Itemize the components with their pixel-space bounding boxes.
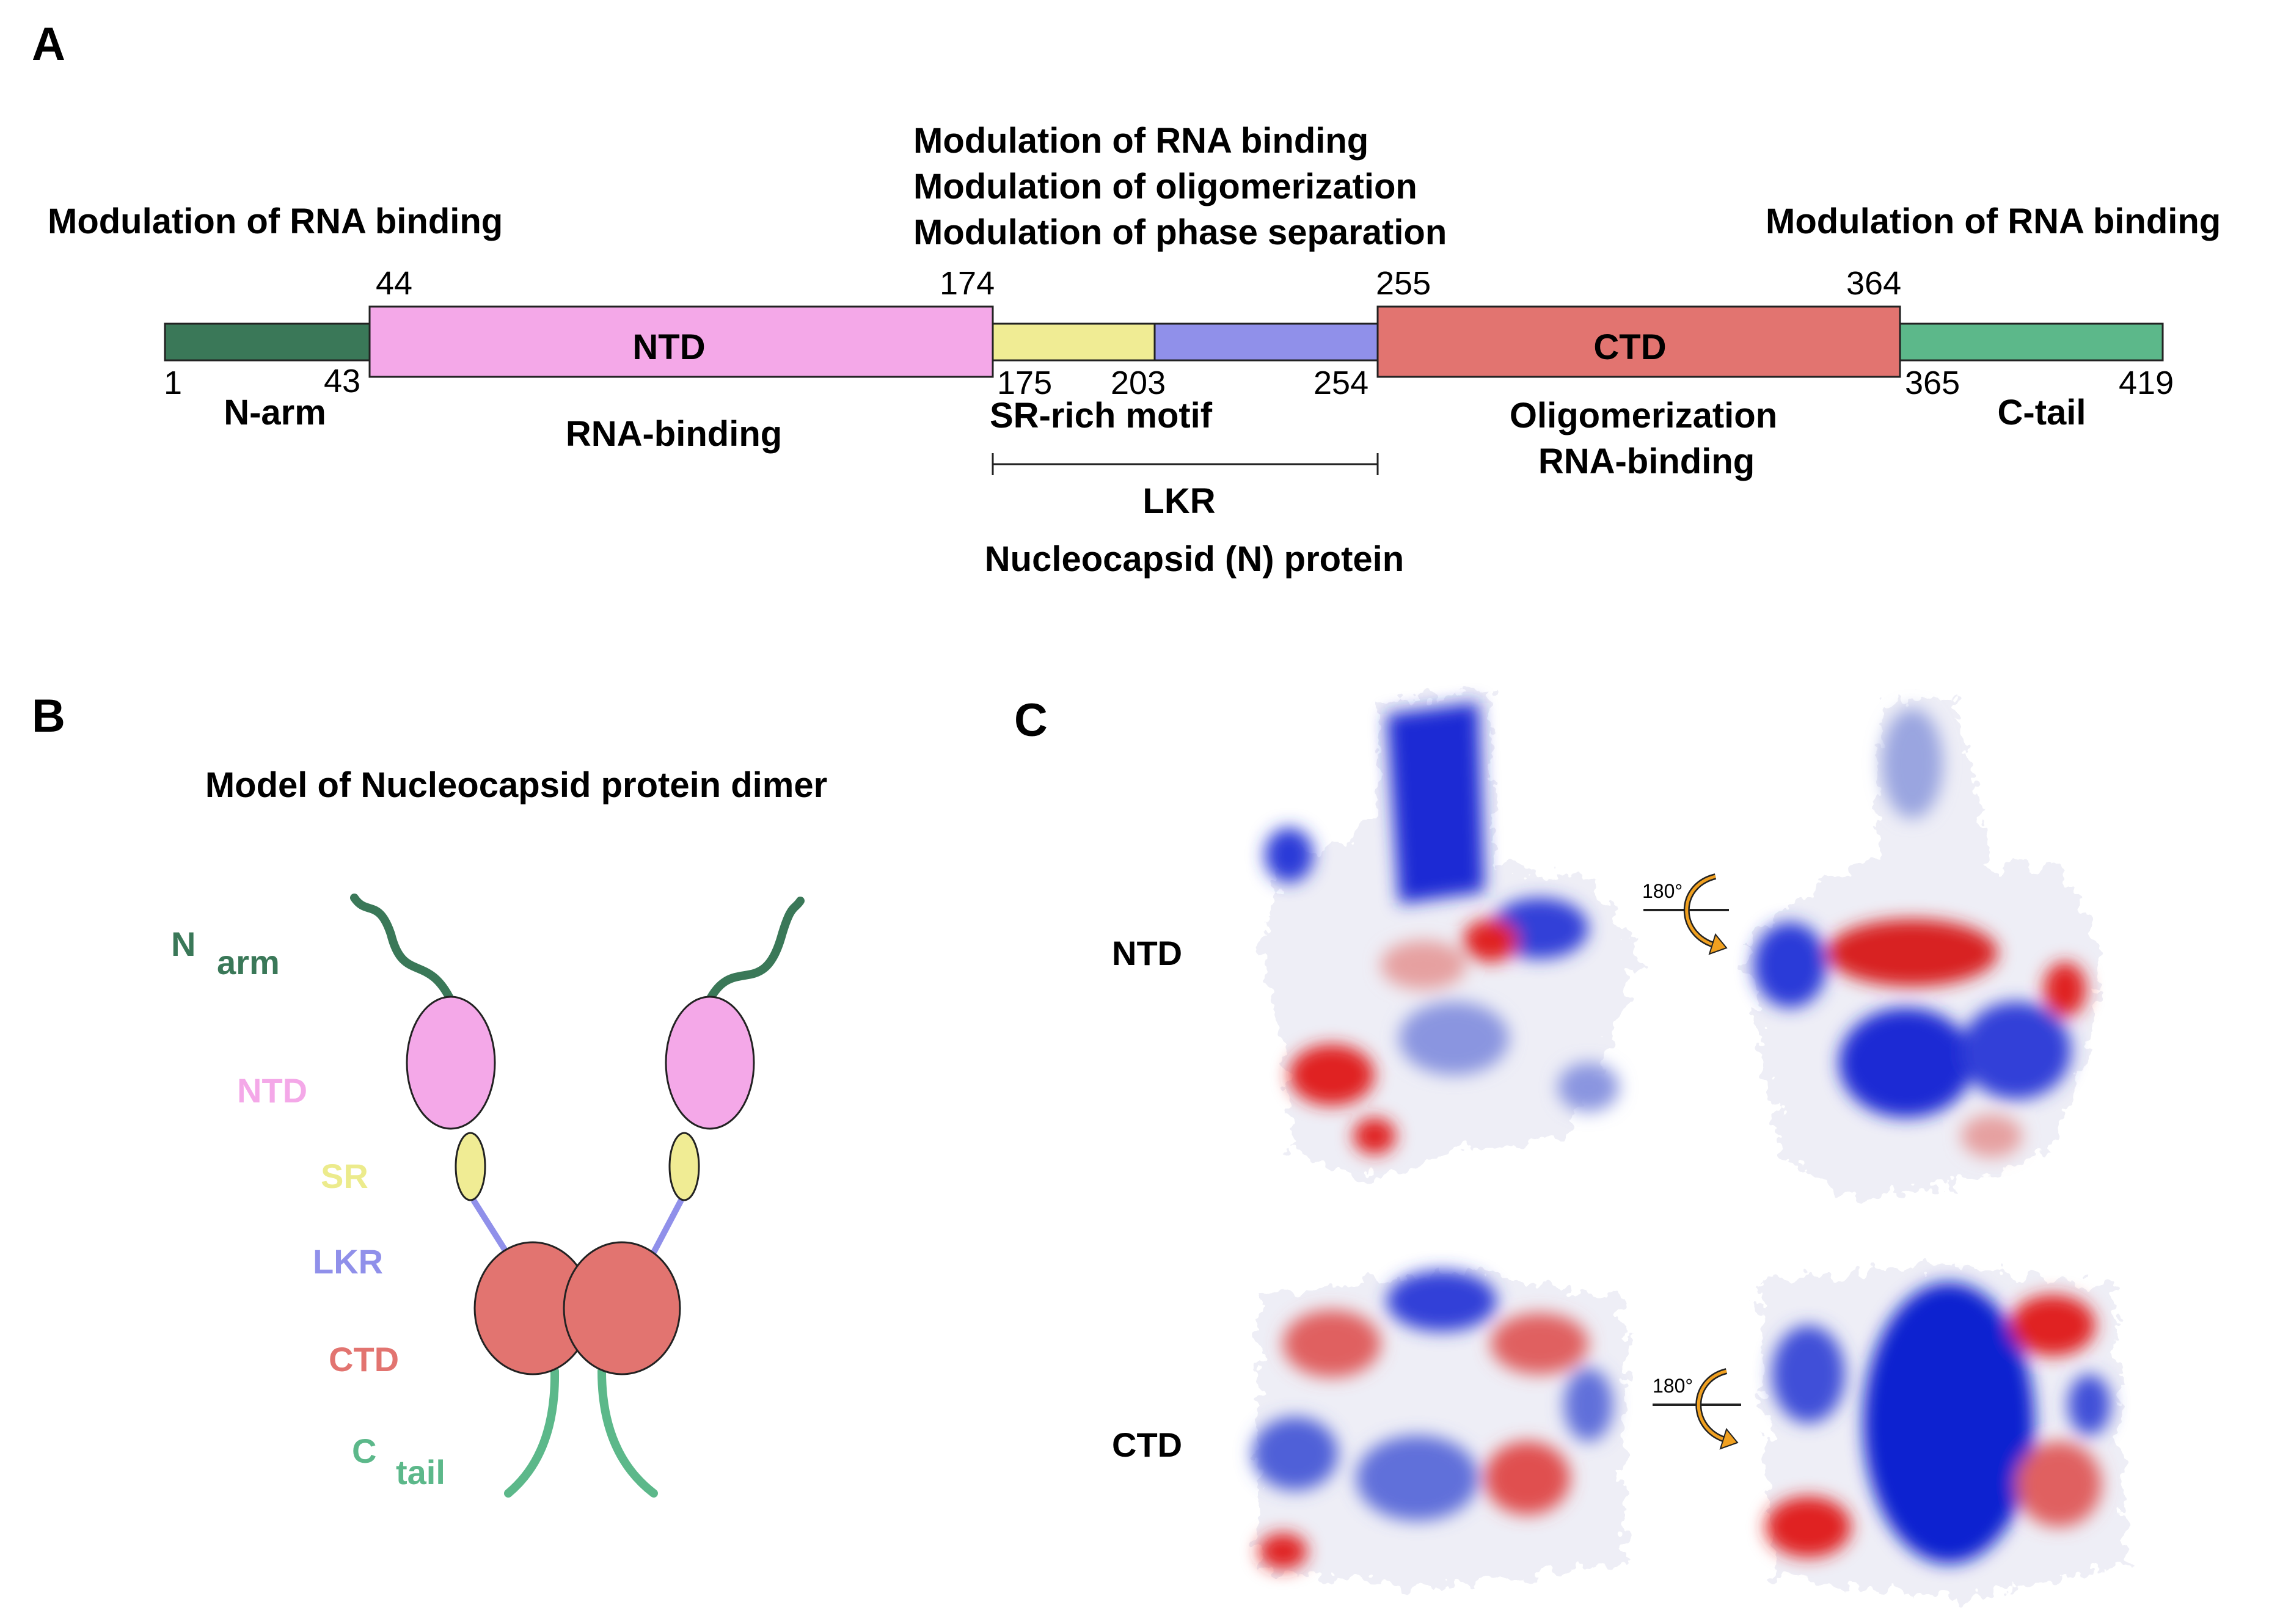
residue-419: 419 bbox=[2119, 365, 2174, 401]
ntd-surface-front bbox=[1259, 690, 1637, 1179]
lkr-linker-segment bbox=[1153, 322, 1379, 362]
legend-ctd: CTD bbox=[329, 1340, 399, 1378]
ctd-segment bbox=[1376, 305, 1901, 378]
linker-function-label-3: Modulation of phase separation bbox=[913, 213, 1447, 252]
ctd-description-1: Oligomerization bbox=[1510, 396, 1777, 435]
ctd-surface-front bbox=[1252, 1270, 1625, 1588]
ctd-description-2: RNA-binding bbox=[1538, 442, 1755, 481]
panel-b-title: Model of Nucleocapsid protein dimer bbox=[205, 765, 827, 805]
protein-name: Nucleocapsid (N) protein bbox=[985, 539, 1404, 579]
n-arm-segment bbox=[164, 322, 371, 362]
legend-n-arm: N arm bbox=[171, 925, 280, 981]
n-arm-name: N-arm bbox=[224, 393, 326, 432]
residue-254: 254 bbox=[1314, 365, 1368, 401]
residue-44: 44 bbox=[376, 265, 412, 302]
residue-365: 365 bbox=[1905, 365, 1960, 401]
rotation-arrow-ntd: 180° bbox=[1642, 873, 1729, 955]
residue-175: 175 bbox=[997, 365, 1052, 401]
residue-174: 174 bbox=[940, 265, 995, 302]
rotation-arrowhead-ctd bbox=[1719, 1427, 1739, 1450]
rotation-arrow-ctd: 180° bbox=[1653, 1368, 1741, 1450]
ctd-right bbox=[563, 1241, 681, 1375]
c-tail-right bbox=[597, 1367, 658, 1498]
rotation-arrowhead-ntd bbox=[1708, 933, 1728, 955]
c-tail-function-label: Modulation of RNA binding bbox=[1766, 202, 2221, 241]
legend-n-arm-main: N bbox=[171, 925, 195, 963]
ntd-surface-back bbox=[1747, 696, 2102, 1197]
linker-function-label-1: Modulation of RNA binding bbox=[913, 121, 1368, 161]
lkr-label: LKR bbox=[1142, 481, 1215, 521]
sr-left bbox=[455, 1132, 486, 1201]
legend-sr: SR bbox=[321, 1157, 368, 1195]
residue-364: 364 bbox=[1846, 265, 1901, 302]
sr-name: SR-rich motif bbox=[990, 396, 1213, 435]
ctd-name: CTD bbox=[1593, 327, 1666, 367]
c-tail-segment bbox=[1899, 322, 2164, 362]
c-tail-name: C-tail bbox=[1998, 393, 2086, 432]
legend-c-tail: C tail bbox=[352, 1432, 445, 1491]
residue-255: 255 bbox=[1376, 265, 1431, 302]
residue-1: 1 bbox=[164, 365, 182, 401]
c-tail-left bbox=[504, 1367, 560, 1498]
legend-c-tail-sub: tail bbox=[396, 1453, 445, 1491]
lkr-left bbox=[470, 1198, 513, 1260]
legend-ntd: NTD bbox=[237, 1071, 307, 1110]
legend-c-tail-main: C bbox=[352, 1432, 376, 1470]
ntd-left bbox=[406, 996, 496, 1130]
sr-segment bbox=[992, 322, 1156, 362]
panel-a-label: A bbox=[32, 18, 65, 70]
ntd-segment bbox=[368, 305, 994, 378]
ntd-name: NTD bbox=[632, 327, 705, 367]
sr-right bbox=[668, 1132, 700, 1201]
lkr-right bbox=[648, 1198, 684, 1260]
panel-c-label: C bbox=[1014, 694, 1048, 746]
ntd-right bbox=[665, 996, 755, 1130]
n-arm-function-label: Modulation of RNA binding bbox=[48, 202, 503, 241]
residue-43: 43 bbox=[324, 363, 360, 399]
rotation-label-ntd: 180° bbox=[1642, 880, 1683, 902]
n-arm-left bbox=[350, 894, 455, 1005]
residue-203: 203 bbox=[1111, 365, 1166, 401]
row-ctd-label: CTD bbox=[1112, 1426, 1182, 1464]
dimer-model bbox=[350, 894, 805, 1498]
panel-b-label: B bbox=[32, 690, 65, 742]
n-arm-right bbox=[704, 897, 805, 1006]
legend-lkr: LKR bbox=[313, 1242, 383, 1281]
lkr-bracket bbox=[992, 453, 1379, 475]
ctd-surface-back bbox=[1759, 1264, 2126, 1600]
row-ntd-label: NTD bbox=[1112, 934, 1182, 972]
linker-function-label-2: Modulation of oligomerization bbox=[913, 167, 1417, 206]
legend-n-arm-sub: arm bbox=[217, 943, 280, 981]
rotation-label-ctd: 180° bbox=[1653, 1375, 1693, 1397]
ntd-description: RNA-binding bbox=[566, 414, 782, 454]
